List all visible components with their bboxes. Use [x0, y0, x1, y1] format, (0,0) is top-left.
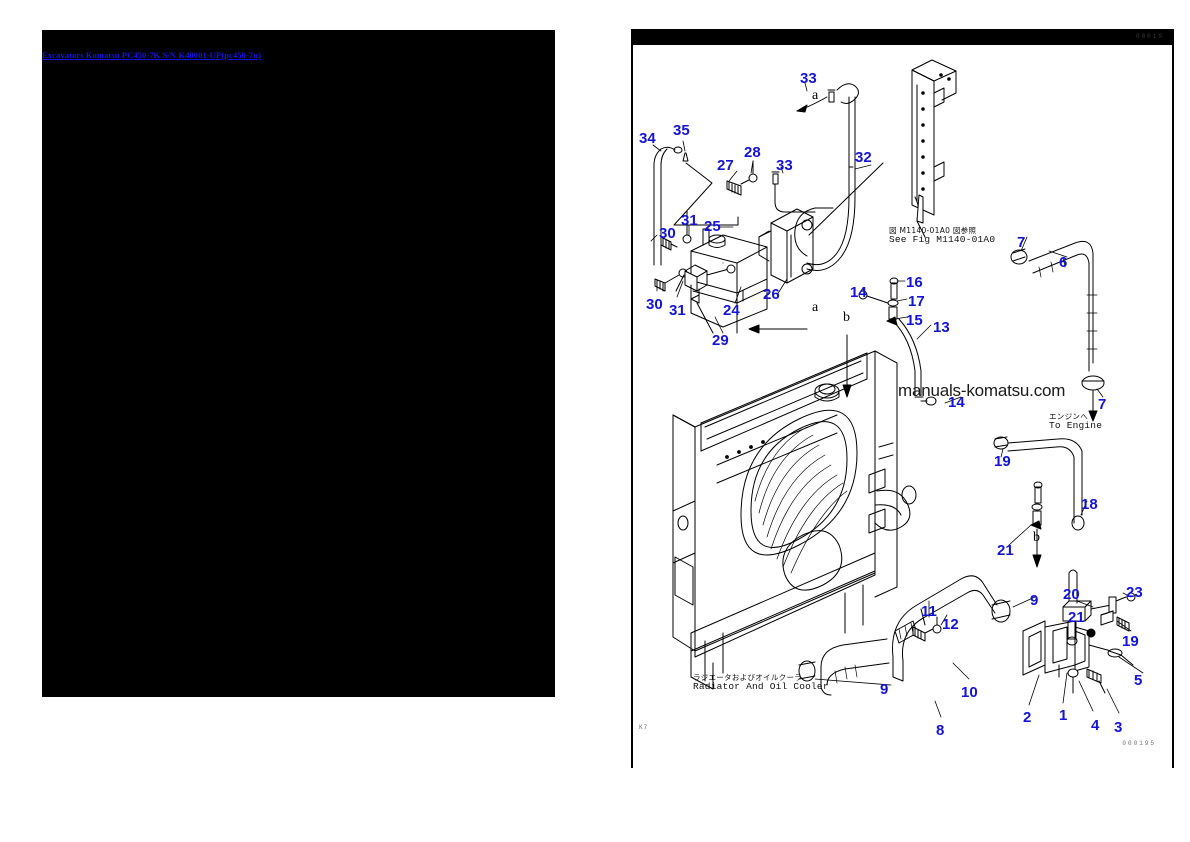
callout-number: 21 — [997, 542, 1014, 559]
section-letter-a-top: a — [812, 88, 819, 103]
callout-number: 16 — [906, 274, 923, 291]
callout-number: 28 — [744, 144, 761, 161]
caption-to-engine: エンジンへ To Engine — [1049, 413, 1102, 431]
callout-number: 10 — [961, 684, 978, 701]
section-letter-b-lower: b — [1033, 530, 1040, 545]
panel-top-bar — [631, 29, 1174, 45]
caption-to-engine-en: To Engine — [1049, 419, 1103, 431]
document-preview-panel: Excavators Komatsu PC450-7K S/N K40001-U… — [42, 30, 555, 697]
callout-number: 18 — [1081, 496, 1098, 513]
callout-number: 33 — [776, 157, 793, 174]
document-title-link[interactable]: Excavators Komatsu PC450-7K S/N K40001-U… — [42, 50, 262, 60]
callout-number: 9 — [1030, 592, 1039, 609]
caption-radiator-en: Radiator And Oil Cooler — [693, 680, 829, 692]
callout-number: 27 — [717, 157, 734, 174]
callout-number: 2 — [1023, 709, 1032, 726]
callout-number: 31 — [681, 212, 698, 229]
callout-number: 13 — [933, 319, 950, 336]
callout-number: 30 — [659, 225, 676, 242]
callout-number: 35 — [673, 122, 690, 139]
corner-code-bottom-right: 000195 — [1122, 740, 1156, 747]
callout-number: 11 — [921, 603, 937, 620]
callout-number: 26 — [763, 286, 780, 303]
corner-code-top-right: 00019 — [1135, 33, 1164, 40]
callout-number: 14 — [948, 394, 965, 411]
callout-number: 5 — [1134, 672, 1143, 689]
callout-number: 8 — [936, 722, 945, 739]
callout-number: 29 — [712, 332, 729, 349]
callout-number: 15 — [906, 312, 923, 329]
callout-number: 30 — [646, 296, 663, 313]
callout-number: 3 — [1114, 719, 1123, 736]
caption-radiator-oil-cooler: ラジエータおよびオイルクーラ Radiator And Oil Cooler — [693, 674, 829, 692]
callout-number: 7 — [1017, 234, 1026, 251]
site-watermark: manuals-komatsu.com — [898, 381, 1066, 400]
caption-to-engine-jp: エンジンへ — [1049, 412, 1088, 421]
callout-number: 19 — [994, 453, 1011, 470]
parts-diagram-panel: 00019 000195 K7 — [631, 29, 1174, 769]
callout-number: 23 — [1126, 584, 1143, 601]
callout-number: 19 — [1122, 633, 1139, 650]
callout-number: 21 — [1068, 609, 1085, 626]
section-letter-b-upper: b — [843, 310, 850, 325]
callout-number: 25 — [704, 218, 721, 235]
callout-number: 9 — [880, 681, 889, 698]
callout-number: 14 — [850, 284, 867, 301]
callout-number: 24 — [723, 302, 740, 319]
callout-number: 7 — [1098, 396, 1107, 413]
panel-right-rule — [1172, 45, 1174, 768]
callout-number: 33 — [800, 70, 817, 87]
caption-see-fig: 図 M1140-01A0 図参照 See Fig M1140-01A0 — [889, 227, 995, 245]
callout-number: 32 — [855, 149, 872, 166]
panel-left-rule — [631, 45, 633, 768]
callout-number: 12 — [942, 616, 959, 633]
callout-number: 17 — [908, 293, 925, 310]
callout-number: 6 — [1059, 254, 1068, 271]
callout-number: 31 — [669, 302, 686, 319]
caption-see-fig-jp: 図 M1140-01A0 図参照 — [889, 226, 977, 235]
corner-code-bottom-left: K7 — [639, 724, 649, 731]
technical-line-drawing — [631, 45, 1174, 768]
callout-number: 20 — [1063, 586, 1080, 603]
section-letter-a-mid: a — [812, 300, 819, 315]
caption-see-fig-en: See Fig M1140-01A0 — [889, 233, 996, 245]
caption-radiator-jp: ラジエータおよびオイルクーラ — [693, 673, 803, 682]
callout-number: 1 — [1059, 707, 1068, 724]
callout-number: 34 — [639, 130, 656, 147]
callout-number: 4 — [1091, 717, 1100, 734]
